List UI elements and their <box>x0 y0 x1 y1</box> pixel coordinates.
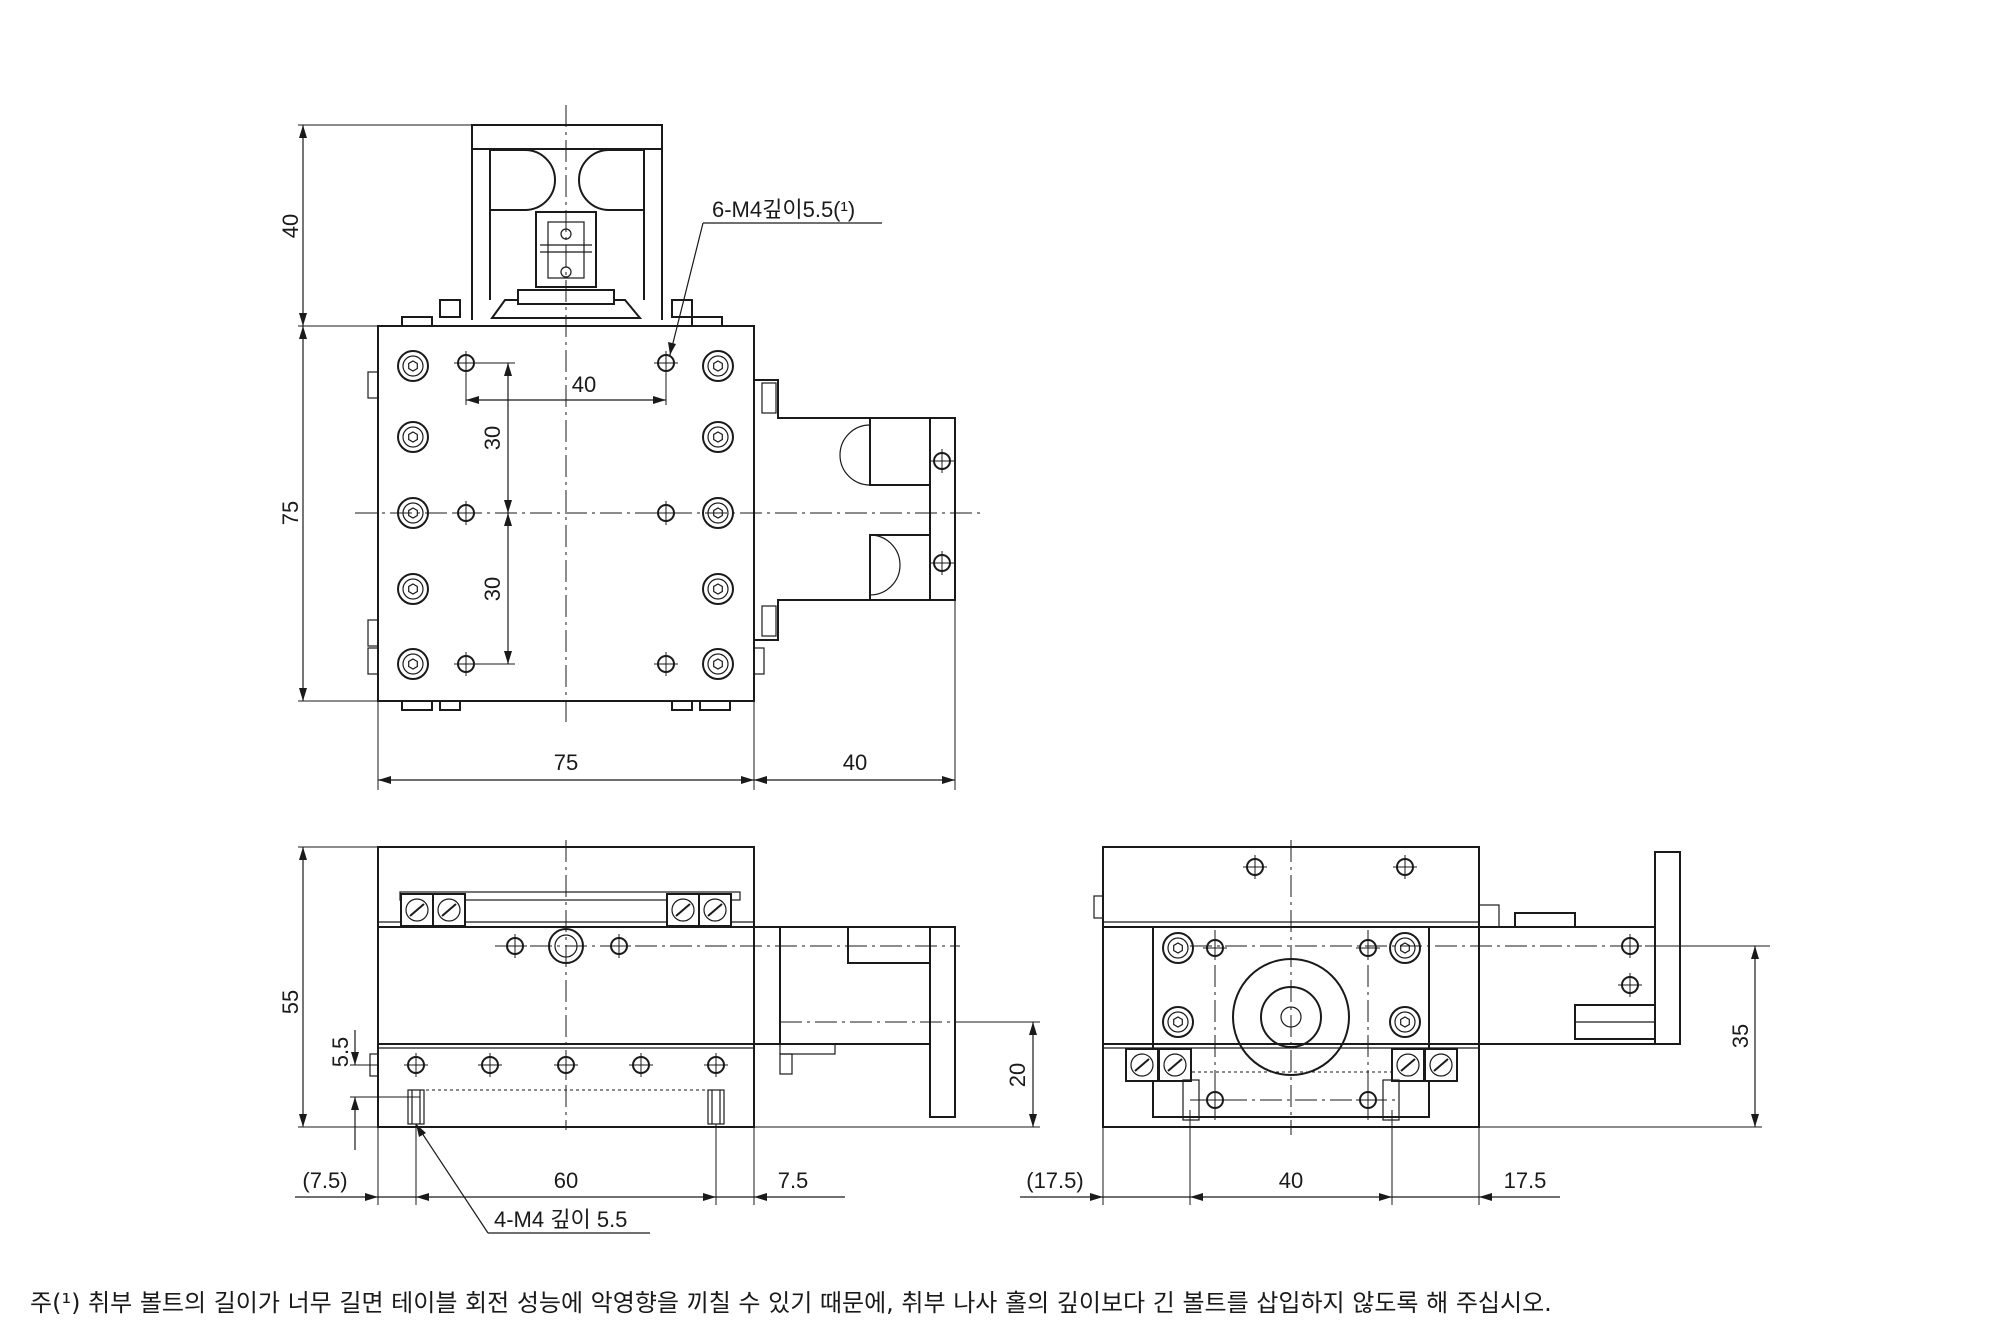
dim-hole-spacing-40: 40 <box>572 372 596 397</box>
side-view: 35 (17.5) 40 17.5 <box>1020 840 1770 1205</box>
dim-side-17-5-left: (17.5) <box>1026 1168 1083 1193</box>
motor-bracket-top <box>471 124 663 320</box>
dim-side-17-5-right: 17.5 <box>1504 1168 1547 1193</box>
dim-front-7-5-right: 7.5 <box>778 1168 809 1193</box>
dim-front-5-5: 5.5 <box>328 1037 353 1068</box>
dim-hole-spacing-30b: 30 <box>480 577 505 601</box>
front-view: 55 5.5 20 (7.5) 60 7.5 4-M4 깊이 5.5 <box>278 840 1040 1234</box>
dim-hole-spacing-30a: 30 <box>480 426 505 450</box>
top-view: 40 75 40 30 30 75 40 <box>278 105 980 790</box>
dim-top-height: 40 <box>278 214 303 238</box>
dim-front-height: 55 <box>278 990 303 1014</box>
side-bracket-top <box>754 379 956 641</box>
footnote: 주(¹) 취부 볼트의 길이가 너무 길면 테이블 회전 성능에 악영향을 끼칠… <box>30 1289 1552 1317</box>
dim-side-35: 35 <box>1728 1024 1753 1048</box>
dim-front-60: 60 <box>554 1168 578 1193</box>
dim-front-7-5-left: (7.5) <box>302 1168 347 1193</box>
dim-body-height: 75 <box>278 501 303 525</box>
callout-top-holes: 6-M4깊이5.5(¹) <box>712 197 855 222</box>
callout-bottom-holes: 4-M4 깊이 5.5 <box>494 1207 627 1232</box>
dim-side-40: 40 <box>1279 1168 1303 1193</box>
dim-front-20: 20 <box>1005 1063 1030 1087</box>
dim-width-40-side: 40 <box>843 750 867 775</box>
dim-width-75: 75 <box>554 750 578 775</box>
